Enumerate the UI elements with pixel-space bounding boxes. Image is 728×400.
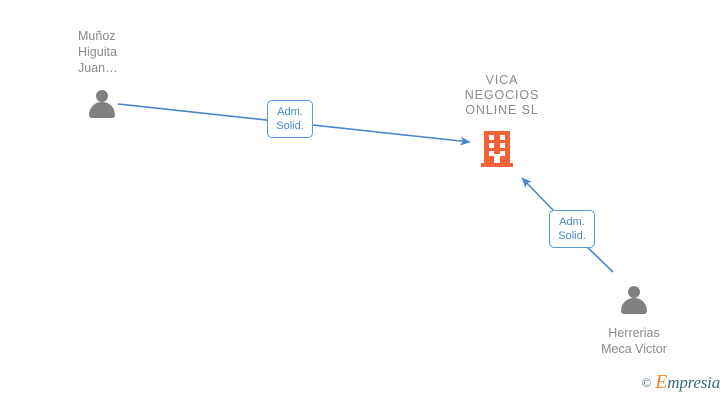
person-node-munoz-higuita-juan[interactable] — [85, 90, 119, 118]
building-window — [489, 135, 494, 140]
watermark-empresia: © Empresia — [641, 371, 720, 394]
company-title: VICA NEGOCIOS ONLINE SL — [464, 73, 540, 117]
person-icon — [85, 90, 119, 118]
copyright-icon: © — [641, 374, 652, 390]
building-door — [494, 154, 500, 163]
company-node-vica-negocios-online-sl[interactable] — [481, 131, 513, 167]
person-icon-head — [628, 286, 640, 298]
building-base — [481, 163, 513, 167]
person-node-herrerias-meca-victor[interactable] — [617, 286, 651, 314]
person-icon-head — [96, 90, 108, 102]
building-window — [500, 143, 505, 148]
building-icon — [481, 131, 513, 167]
person-icon — [617, 286, 651, 314]
edge-label-adm-solid-left[interactable]: Adm. Solid. — [267, 100, 313, 138]
building-window — [489, 143, 494, 148]
person-icon-body — [89, 102, 115, 118]
building-window — [500, 135, 505, 140]
brand-name: Empresia — [655, 371, 720, 394]
edge-label-adm-solid-bottom-right[interactable]: Adm. Solid. — [549, 210, 595, 248]
building-window — [489, 151, 494, 156]
brand-initial: E — [655, 371, 668, 393]
person-icon-body — [621, 298, 647, 314]
building-window — [500, 151, 505, 156]
edge-bottom-right-to-company-upper — [521, 177, 554, 211]
person-bottom-right-label: Herrerias Meca Victor — [601, 326, 667, 356]
person-left-label: Muñoz Higuita Juan… — [78, 29, 118, 75]
brand-rest: mpresia — [667, 373, 720, 392]
